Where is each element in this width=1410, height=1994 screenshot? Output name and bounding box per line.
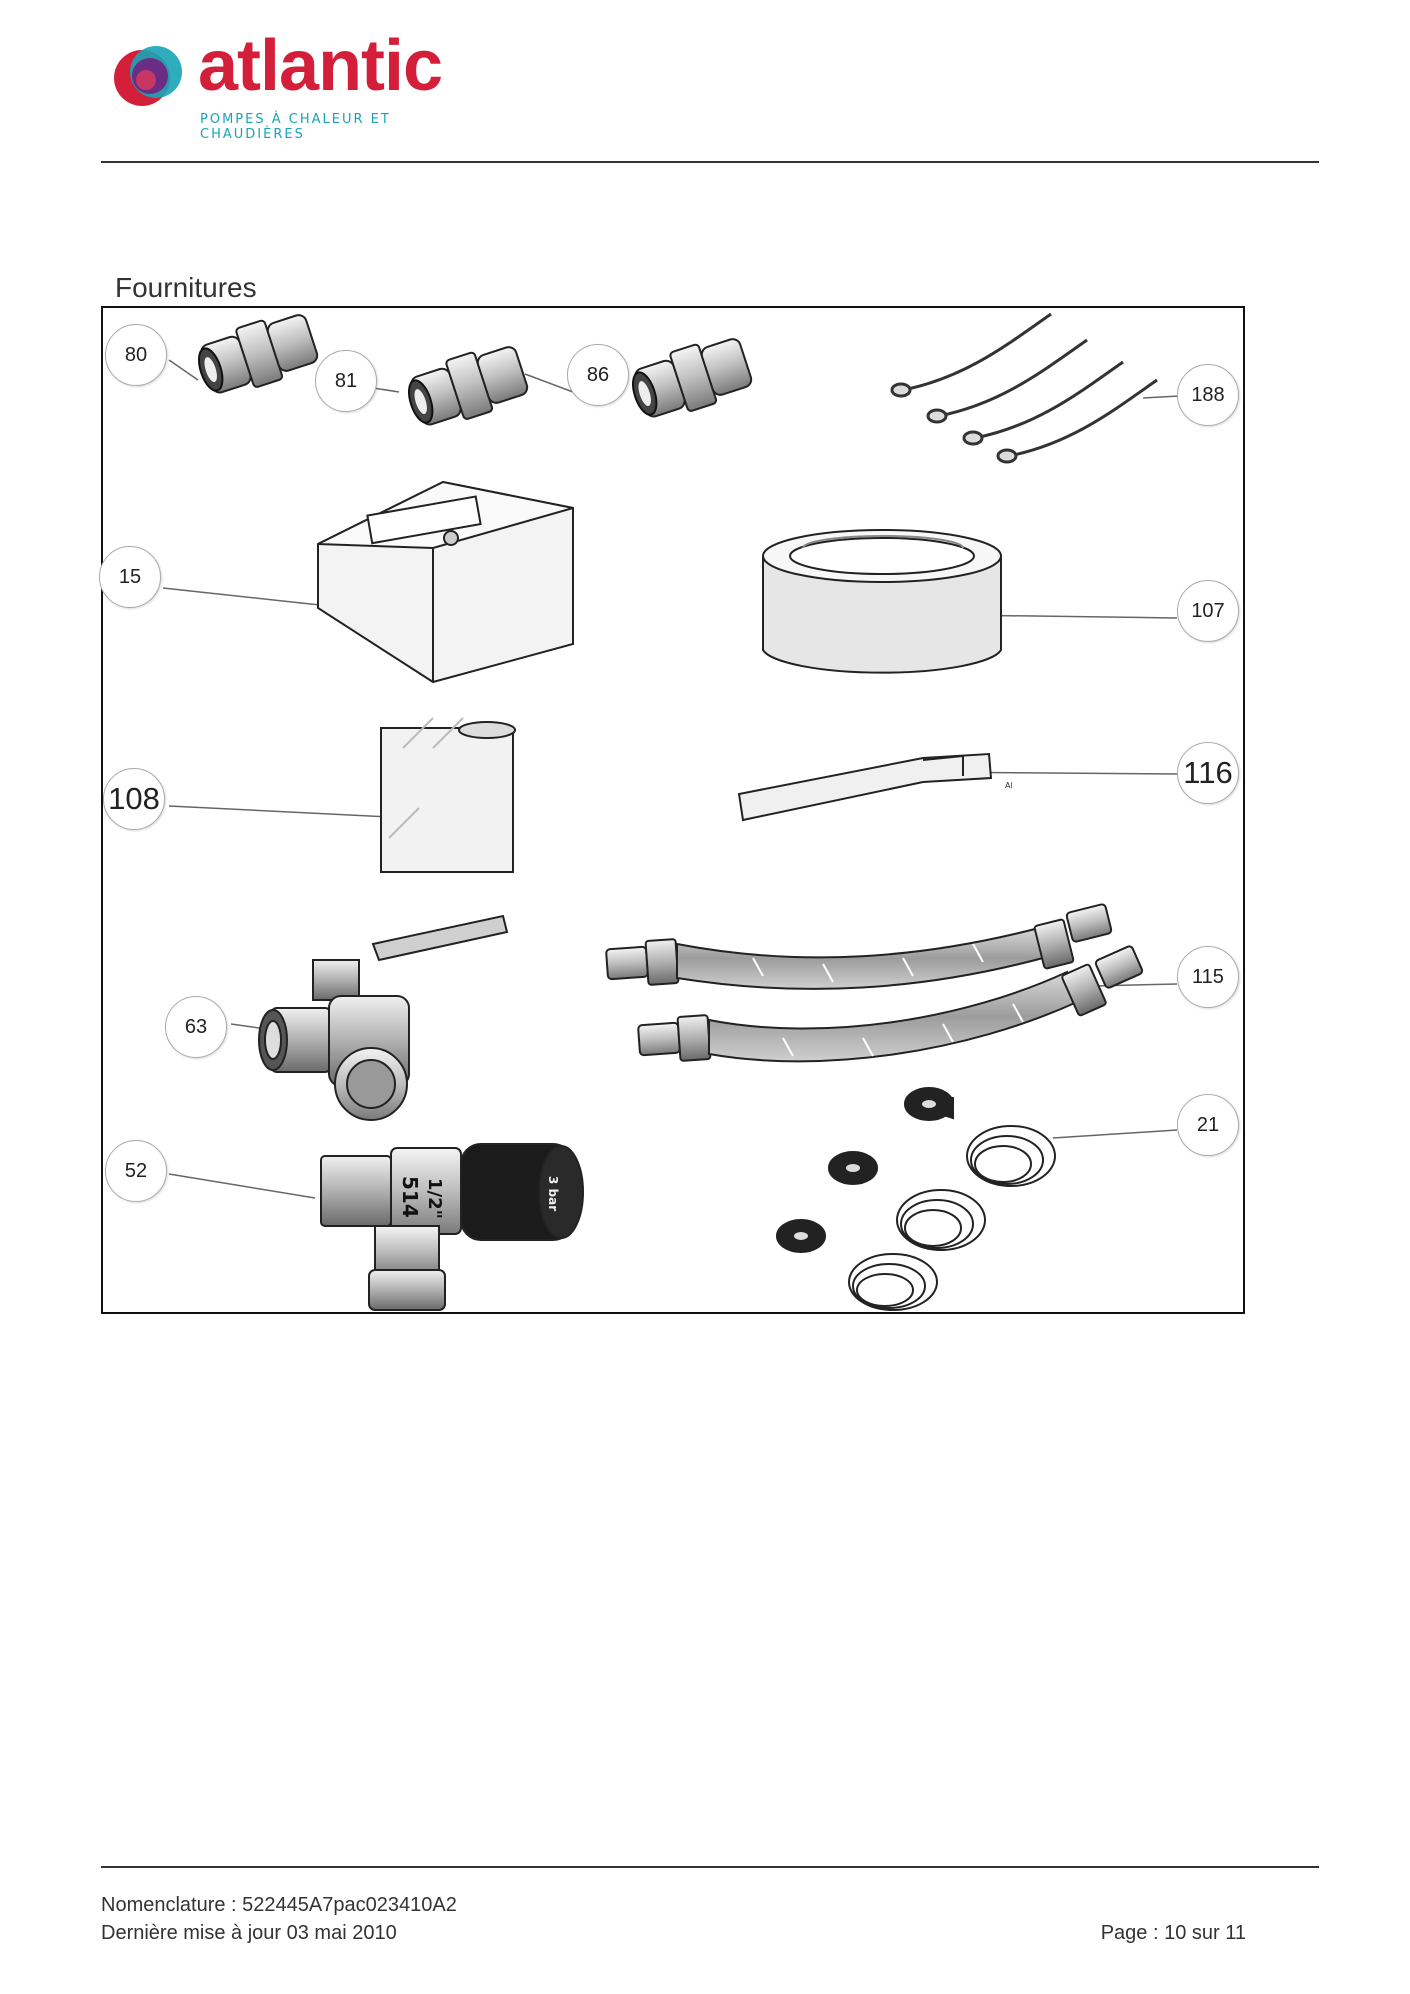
brand-tagline: POMPES À CHALEUR ET CHAUDIÈRES (200, 112, 391, 142)
header-rule (101, 161, 1319, 163)
valve-number-text: 514 (398, 1176, 422, 1218)
parts-figure: 514 1/2" 3 bar Al 80 81 86 188 15 107 10… (99, 306, 1245, 1314)
electrical-box-15 (317, 480, 574, 684)
hoses-115 (605, 903, 1144, 1063)
atlantic-logo-mark (114, 46, 182, 106)
ball-valve-63 (258, 914, 509, 1121)
callout-21: 21 (1177, 1094, 1239, 1156)
fitting-81 (408, 346, 529, 426)
callout-15: 15 (99, 546, 161, 608)
callout-115: 115 (1177, 946, 1239, 1008)
parts-illustration: 514 1/2" 3 bar Al (162, 312, 1180, 1311)
grease-tube-116 (737, 752, 993, 822)
insulation-sheet-108 (380, 717, 516, 873)
brand-name: atlantic (198, 26, 443, 106)
callout-80: 80 (105, 324, 167, 386)
callout-63: 63 (165, 996, 227, 1058)
valve-pressure-text: 3 bar (546, 1176, 560, 1211)
callout-81: 81 (315, 350, 377, 412)
callout-107: 107 (1177, 580, 1239, 642)
callout-188: 188 (1177, 364, 1239, 426)
section-title: Fournitures (115, 272, 257, 303)
atlantic-logo: atlantic POMPES À CHALEUR ET CHAUDIÈRES (112, 30, 492, 142)
callout-108: 108 (103, 768, 165, 830)
footer-updated: Dernière mise à jour 03 mai 2010 (101, 1922, 397, 1944)
valve-size-text: 1/2" (424, 1178, 445, 1219)
probe-clips-21 (776, 1087, 1056, 1311)
callout-52: 52 (105, 1140, 167, 1202)
fitting-86 (632, 338, 753, 418)
footer-nomenclature: Nomenclature : 522445A7pac023410A2 (101, 1894, 457, 1916)
fitting-80 (198, 314, 319, 394)
callout-116: 116 (1177, 742, 1239, 804)
sensors-188 (890, 312, 1158, 464)
footer-page: Page : 10 sur 11 (1100, 1922, 1246, 1944)
safety-valve-52: 514 1/2" 3 bar (320, 1143, 584, 1311)
tape-roll-107 (762, 529, 1002, 674)
tube-mark-text: Al (1005, 781, 1013, 790)
footer-rule (101, 1866, 1319, 1868)
callout-86: 86 (567, 344, 629, 406)
